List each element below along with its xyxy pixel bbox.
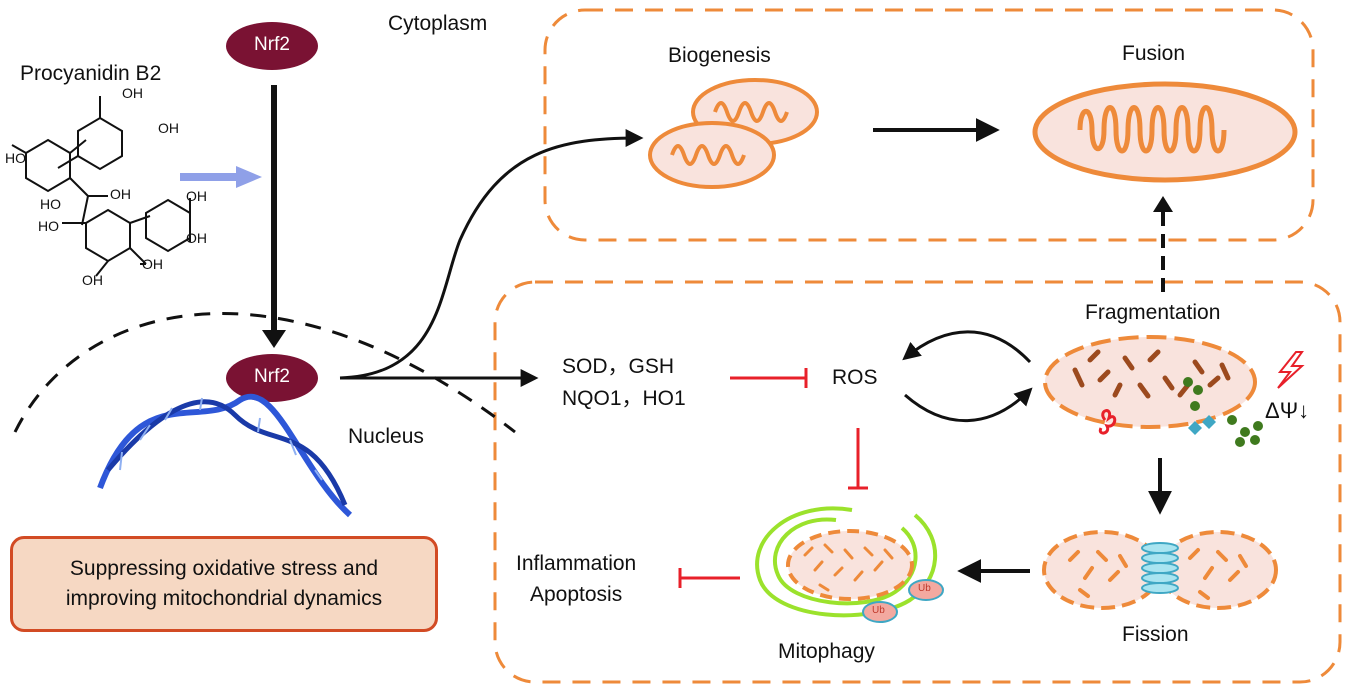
nrf2-nucleus-node	[226, 354, 318, 402]
mitophagy-label: Mitophagy	[778, 640, 875, 663]
oh-label-1: OH	[122, 85, 143, 101]
fission-label: Fission	[1122, 623, 1189, 646]
nrf2-nucleus-label: Nrf2	[254, 366, 290, 387]
summary-box: Suppressing oxidative stress and improvi…	[10, 536, 438, 632]
oh-label-7: OH	[186, 188, 207, 204]
oh-label-2: HO	[5, 150, 26, 166]
ros-label: ROS	[832, 366, 878, 389]
dna-helix	[97, 393, 353, 518]
oh-label-10: OH	[142, 256, 163, 272]
oh-label-8: OH	[186, 230, 207, 246]
oh-label-3: OH	[158, 120, 179, 136]
nuclear-membrane	[13, 312, 516, 434]
ubiquitin-label-2: Ub	[918, 583, 931, 594]
outcome-line-1: Inflammation	[516, 552, 637, 575]
biogenesis-label: Biogenesis	[668, 44, 771, 67]
procyanidin-structure	[11, 96, 191, 277]
biogenesis-mitochondria	[648, 78, 819, 189]
lightning-icon	[1277, 351, 1305, 389]
nrf2-cytoplasm-label: Nrf2	[254, 34, 290, 55]
oh-label-6: HO	[38, 218, 59, 234]
fusion-mitochondrion	[1032, 81, 1298, 183]
nrf2-cytoplasm-node	[226, 22, 318, 70]
fragmentation-to-ros-arrow	[902, 330, 1032, 364]
oh-label-5: OH	[110, 186, 131, 202]
drug-name: Procyanidin B2	[20, 62, 162, 85]
oh-label-4: HO	[40, 196, 61, 212]
antioxidant-line-2: NQO1，HO1	[562, 387, 686, 410]
mitophagy-autophagosome	[755, 506, 944, 623]
membrane-potential-label: ΔΨ↓	[1265, 398, 1310, 423]
outcome-line-2: Apoptosis	[530, 583, 623, 606]
oh-label-9: OH	[82, 272, 103, 288]
fragmentation-label: Fragmentation	[1085, 301, 1221, 324]
antioxidant-line-1: SOD，GSH	[562, 355, 675, 378]
nucleus-label: Nucleus	[348, 425, 424, 448]
ros-to-fragmentation-arrow	[904, 387, 1033, 423]
biogenesis-pathway-arrow	[339, 129, 644, 380]
fusion-label: Fusion	[1122, 42, 1186, 65]
fission-mitochondrion	[1042, 530, 1278, 610]
summary-line-1: Suppressing oxidative stress and	[69, 557, 379, 580]
cytoplasm-label: Cytoplasm	[388, 12, 488, 35]
ubiquitin-label-1: Ub	[872, 605, 885, 616]
fragmented-mitochondrion	[1043, 335, 1263, 447]
damage-box	[493, 280, 1342, 684]
cytoplasm-mito-box	[543, 8, 1315, 242]
summary-line-2: improving mitochondrial dynamics	[65, 587, 383, 610]
